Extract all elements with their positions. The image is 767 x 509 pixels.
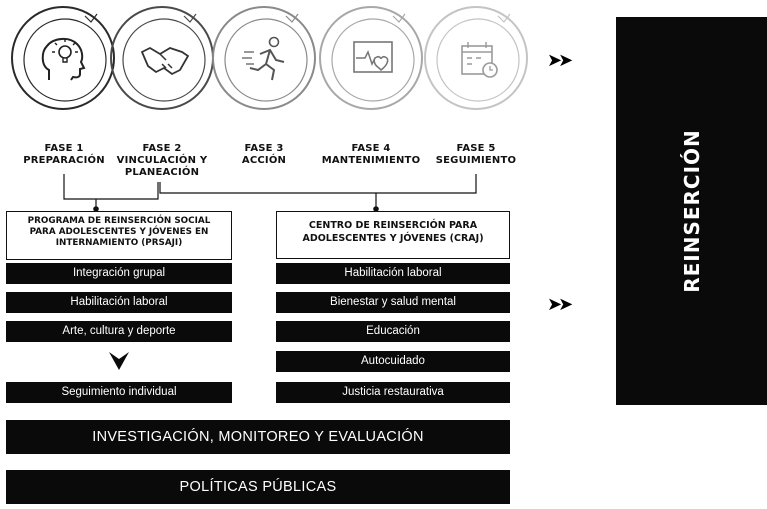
- phase-3-label: FASE 3 ACCIÓN: [241, 143, 287, 166]
- double-arrow-top-icon: ➤➤: [547, 50, 573, 71]
- heart-monitor-icon: [331, 13, 415, 102]
- phase-5-circle: [424, 6, 528, 110]
- phase-3-circle: [212, 6, 316, 110]
- head-lightbulb-icon: [23, 13, 107, 102]
- phase-2-label: FASE 2 VINCULACIÓN Y PLANEACIÓN: [116, 143, 208, 178]
- phase-4-label: FASE 4 MANTENIMIENTO: [321, 143, 421, 166]
- craj-item-justicia: Justicia restaurativa: [276, 382, 510, 403]
- seguimiento-individual-bar: Seguimiento individual: [6, 382, 232, 403]
- prsaji-item-habilitacion: Habilitación laboral: [6, 292, 232, 313]
- double-arrow-middle-icon: ➤➤: [547, 294, 573, 315]
- politicas-publicas-bar: POLÍTICAS PÚBLICAS: [6, 470, 510, 504]
- phase-2-circle: [110, 6, 214, 110]
- handshake-icon: [122, 13, 206, 102]
- phase-1-label: FASE 1 PREPARACIÓN: [23, 143, 105, 166]
- craj-item-educacion: Educación: [276, 321, 510, 342]
- reinsercion-title: REINSERCIÓN: [680, 129, 704, 293]
- prsaji-program-box: PROGRAMA DE REINSERCIÓN SOCIAL PARA ADOL…: [6, 211, 232, 260]
- craj-item-habilitacion: Habilitación laboral: [276, 263, 510, 284]
- craj-item-autocuidado: Autocuidado: [276, 351, 510, 372]
- phase-5-label: FASE 5 SEGUIMIENTO: [435, 143, 517, 166]
- prsaji-item-integracion: Integración grupal: [6, 263, 232, 284]
- phase-1-circle: [11, 6, 115, 110]
- investigacion-bar: INVESTIGACIÓN, MONITOREO Y EVALUACIÓN: [6, 420, 510, 454]
- running-person-icon: [224, 13, 308, 102]
- calendar-clock-icon: [436, 13, 520, 102]
- prsaji-item-arte: Arte, cultura y deporte: [6, 321, 232, 342]
- craj-item-bienestar: Bienestar y salud mental: [276, 292, 510, 313]
- reinsercion-panel: REINSERCIÓN: [616, 17, 767, 405]
- craj-program-box: CENTRO DE REINSERCIÓN PARA ADOLESCENTES …: [276, 211, 510, 259]
- phase-4-circle: [319, 6, 423, 110]
- chevron-down-icon: [109, 352, 129, 370]
